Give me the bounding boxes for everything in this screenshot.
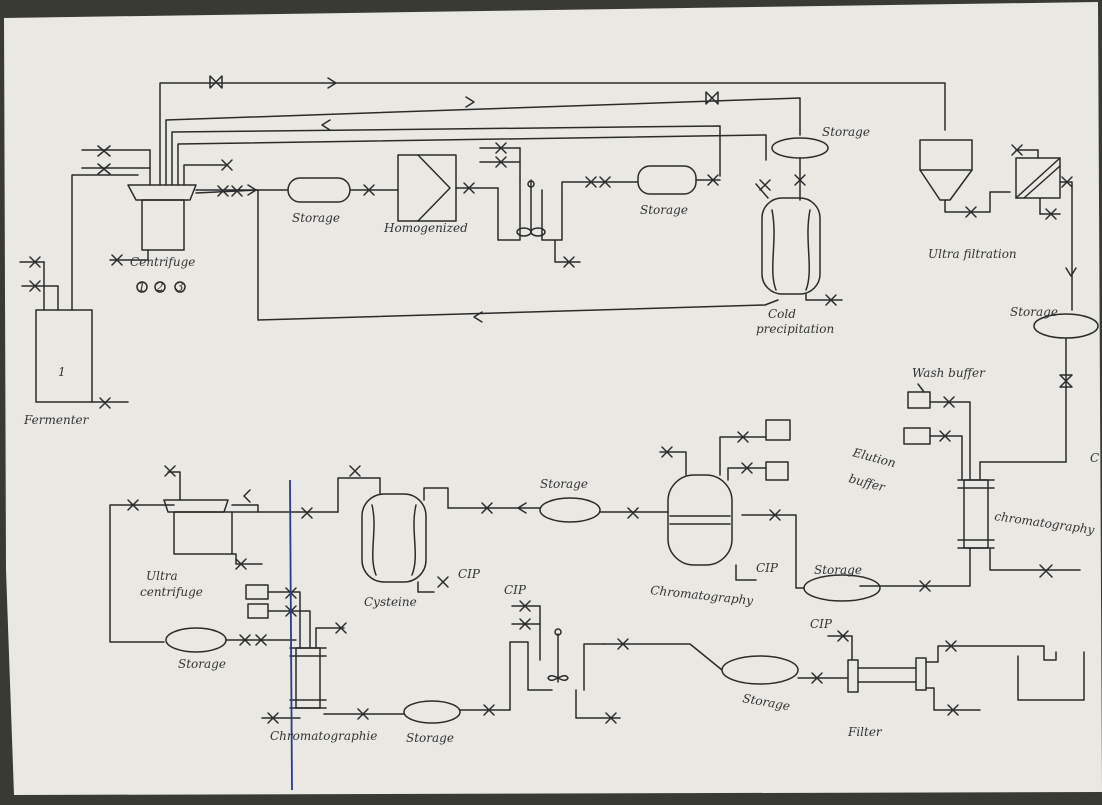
label-stray-c: C — [1090, 451, 1099, 465]
label-cold-precipitation-1: Cold — [768, 307, 796, 321]
label-storage-lower-mid: Storage — [406, 731, 454, 745]
label-ultrafiltration: Ultra filtration — [928, 247, 1017, 261]
label-cip-mid: CIP — [756, 561, 779, 575]
label-cip-cysteine: CIP — [458, 567, 481, 581]
label-wash-buffer: Wash buffer — [912, 366, 986, 380]
label-centrifuge-step-3: 3 — [176, 280, 184, 294]
label-centrifuge-step-2: 2 — [155, 280, 164, 294]
label-storage-right: Storage — [1010, 305, 1058, 319]
label-chromatography-lower: Chromatographie — [270, 729, 377, 743]
label-centrifuge: Centrifuge — [130, 255, 195, 269]
label-storage-mid: Storage — [814, 563, 862, 577]
label-cip-filter: CIP — [810, 617, 833, 631]
label-centrifuge-step-1: 1 — [138, 280, 146, 294]
label-storage-centre: Storage — [540, 477, 588, 491]
label-cold-precipitation-2: precipitation — [756, 322, 834, 336]
label-cysteine: Cysteine — [364, 595, 417, 609]
label-ultra-centrifuge-2: centrifuge — [140, 585, 203, 599]
label-fermenter: Fermenter — [23, 413, 90, 427]
label-cip-lower-mixer: CIP — [504, 583, 527, 597]
label-homogenizer: Homogenized — [383, 221, 468, 235]
label-storage-1: Storage — [292, 211, 340, 225]
label-storage-top-right: Storage — [822, 125, 870, 139]
label-ultra-centrifuge-1: Ultra — [146, 569, 178, 583]
label-fermenter-number: 1 — [58, 365, 66, 379]
label-storage-2: Storage — [640, 203, 688, 217]
label-filter: Filter — [847, 725, 883, 739]
label-storage-lower-left: Storage — [178, 657, 226, 671]
